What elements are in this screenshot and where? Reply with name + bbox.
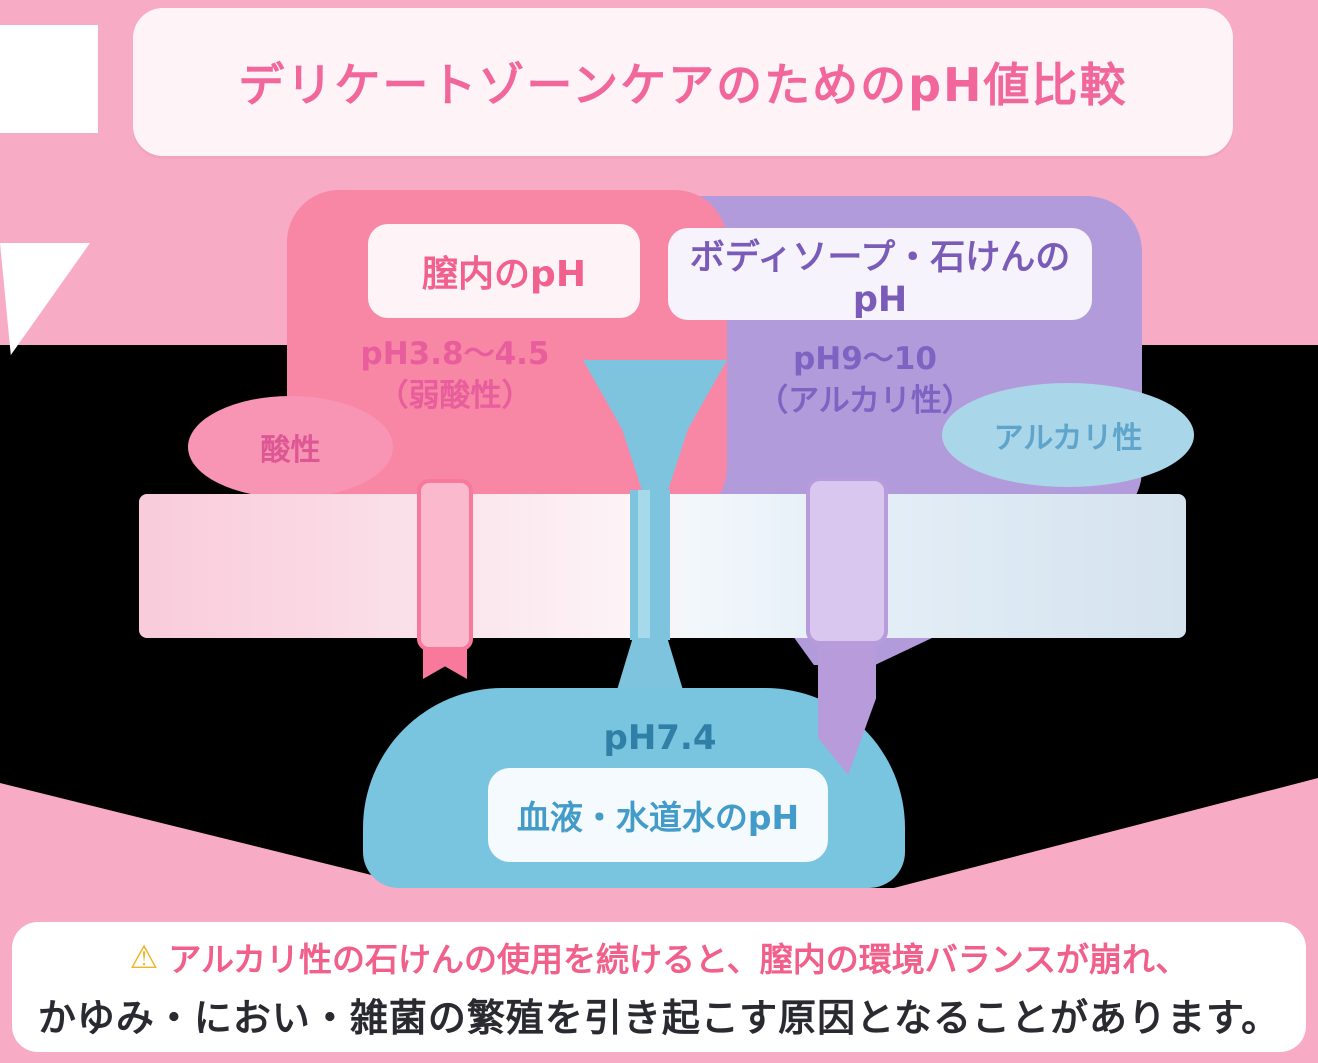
warning-icon: ⚠ bbox=[129, 937, 159, 976]
soap-label: ボディソープ・石けんのpH bbox=[689, 237, 1071, 320]
vaginal-value-number: pH3.8〜4.5 bbox=[360, 336, 550, 373]
warning-line1: ⚠ アルカリ性の石けんの使用を続けると、膣内の環境バランスが崩れ、 bbox=[130, 933, 1189, 981]
blood-ph-marker-highlight bbox=[638, 490, 650, 640]
warning-box: ⚠ アルカリ性の石けんの使用を続けると、膣内の環境バランスが崩れ、 かゆみ・にお… bbox=[12, 922, 1306, 1052]
page-title: デリケートゾーンケアのためのpH値比較 bbox=[238, 58, 1128, 112]
soap-ph-marker bbox=[806, 477, 888, 645]
blood-ph-marker bbox=[630, 490, 670, 640]
vaginal-ph-marker-ribbon bbox=[423, 649, 467, 679]
acid-label: 酸性 bbox=[260, 433, 321, 468]
bottom-right-pink-wedge bbox=[886, 778, 1318, 890]
blood-label: 血液・水道水のpH bbox=[516, 798, 800, 837]
soap-value-note: （アルカリ性） bbox=[757, 383, 973, 419]
acid-side-wing: 酸性 bbox=[188, 396, 393, 498]
soap-value-number: pH9〜10 bbox=[793, 341, 937, 378]
blood-label-box: 血液・水道水のpH bbox=[488, 768, 828, 862]
blood-value: pH7.4 bbox=[603, 718, 717, 758]
left-white-tab bbox=[0, 25, 98, 133]
vaginal-value-note: （弱酸性） bbox=[377, 378, 533, 414]
soap-value: pH9〜10 （アルカリ性） bbox=[740, 335, 990, 427]
alkaline-side-wing: アルカリ性 bbox=[942, 383, 1194, 487]
vaginal-ph-marker bbox=[417, 479, 473, 651]
alkaline-label: アルカリ性 bbox=[993, 421, 1143, 456]
soap-label-box: ボディソープ・石けんのpH bbox=[668, 228, 1092, 320]
title-banner: デリケートゾーンケアのためのpH値比較 bbox=[133, 8, 1233, 156]
vaginal-value: pH3.8〜4.5 （弱酸性） bbox=[330, 330, 580, 422]
warning-line2: かゆみ・におい・雑菌の繁殖を引き起こす原因となることがあります。 bbox=[37, 995, 1281, 1040]
warning-line1-text: アルカリ性の石けんの使用を続けると、膣内の環境バランスが崩れ、 bbox=[168, 939, 1189, 979]
vaginal-label-box: 膣内のpH bbox=[368, 224, 640, 318]
vaginal-label: 膣内のpH bbox=[422, 254, 586, 295]
